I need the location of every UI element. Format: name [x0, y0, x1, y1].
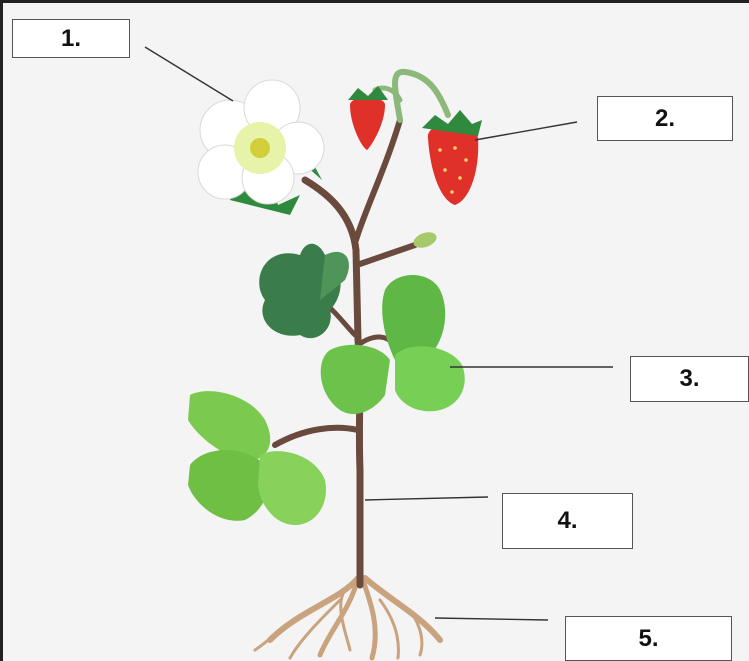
label-box-2: 2.: [597, 96, 733, 141]
upper-leaf: [259, 244, 349, 338]
leader-line-2: [475, 122, 577, 140]
label-number-1: 1.: [61, 25, 81, 53]
small-strawberry: [348, 86, 388, 150]
leader-line-5: [435, 618, 548, 620]
label-number-5: 5.: [638, 625, 658, 653]
label-number-2: 2.: [655, 105, 675, 133]
lower-leaf: [188, 391, 326, 525]
middle-leaf: [321, 275, 465, 414]
flower: [198, 80, 324, 215]
label-number-4: 4.: [557, 507, 577, 535]
roots: [255, 578, 440, 658]
leader-line-1: [145, 47, 233, 101]
label-box-4: 4.: [502, 493, 633, 549]
label-number-3: 3.: [679, 365, 699, 393]
large-strawberry: [422, 110, 482, 205]
label-box-3: 3.: [630, 356, 749, 402]
label-box-5: 5.: [565, 616, 732, 661]
label-box-1: 1.: [12, 19, 130, 58]
fruit-stalks: [375, 72, 448, 120]
leader-line-4: [365, 497, 488, 500]
